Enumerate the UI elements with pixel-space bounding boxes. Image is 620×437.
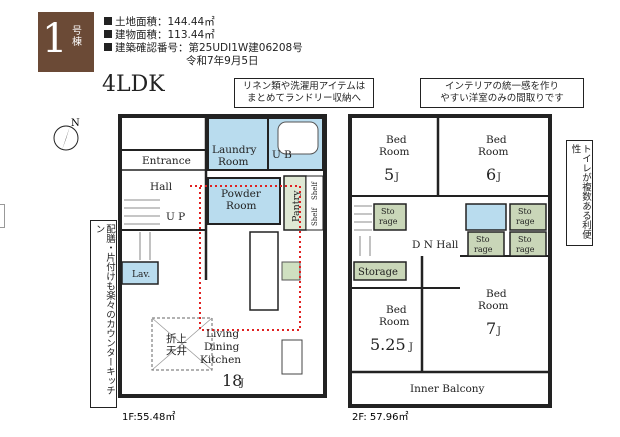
up-label: U P <box>166 211 185 223</box>
balcony-label: Inner Balcony <box>410 383 485 395</box>
ldk-unit: J <box>239 378 244 389</box>
bed2-size: 6 <box>486 165 496 184</box>
kitchen-note: 配膳・片付けも楽々のカウンターキッチン <box>90 220 117 408</box>
interior-note: インテリアの統一感を作り やすい洋室のみの間取りです <box>420 78 584 108</box>
bed1-size: 5 <box>384 165 394 184</box>
dining-table-icon <box>281 339 303 375</box>
edge-mark <box>0 204 5 228</box>
toilet-2f <box>465 203 507 231</box>
bed1-unit: J <box>394 172 399 183</box>
storage-1 <box>373 203 407 231</box>
fridge-icon <box>281 261 301 281</box>
floor2-plan <box>348 114 552 408</box>
coffered-ceiling <box>151 317 213 371</box>
ub-label: U B <box>272 149 292 161</box>
layout-type: 4LDK <box>102 72 165 97</box>
bed4-size: 7 <box>486 319 496 338</box>
compass-label: N <box>71 118 80 129</box>
shelf-label-1: Shelf <box>311 180 319 200</box>
kitchen-counter <box>249 231 279 311</box>
land-area: 土地面積：144.44㎡ <box>104 16 215 29</box>
void-label: 折上天井 <box>166 332 187 357</box>
floor1-plan <box>118 114 327 398</box>
lav-label: Lav. <box>132 270 150 280</box>
pantry-label: Pantry <box>291 190 302 222</box>
bathtub-icon <box>277 121 319 155</box>
certification-date: 令和7年9月5日 <box>186 55 259 67</box>
bed3-size: 5.25 <box>370 335 406 354</box>
floor1-area: 1F:55.48㎡ <box>122 411 175 423</box>
building-label: 号棟 <box>72 26 82 48</box>
storage-3 <box>467 231 505 257</box>
bed3-unit: J <box>408 342 413 353</box>
building-number-badge: 1 号棟 <box>38 12 94 72</box>
circulation-path <box>190 185 301 331</box>
shelf-area <box>305 175 324 231</box>
entrance-label: Entrance <box>142 155 191 167</box>
storage-2 <box>509 203 547 231</box>
dn-hall-label: D N Hall <box>412 239 459 251</box>
storage-hall <box>353 261 407 281</box>
compass-icon: N <box>53 118 80 151</box>
bed4-unit: J <box>496 326 501 337</box>
building-number: 1 <box>42 16 68 62</box>
bed2-unit: J <box>496 172 501 183</box>
shelf-label-2: Shelf <box>311 206 319 226</box>
building-area: 建物面積：113.44㎡ <box>104 29 215 42</box>
laundry-room <box>207 117 269 171</box>
ldk-size: 18 <box>222 371 242 390</box>
hall-label: Hall <box>150 181 173 193</box>
certification-number: 建築確認番号：第25UDI1W建06208号 <box>104 42 303 55</box>
storage-4 <box>509 231 547 257</box>
floor2-area: 2F: 57.96㎡ <box>352 411 409 423</box>
storage-label: Storage <box>358 267 398 278</box>
toilet-note: トイレが複数ある利便性 <box>566 140 593 246</box>
laundry-note: リネン類や洗濯用アイテムは まとめてランドリー収納へ <box>234 78 374 108</box>
lavatory <box>121 261 159 285</box>
